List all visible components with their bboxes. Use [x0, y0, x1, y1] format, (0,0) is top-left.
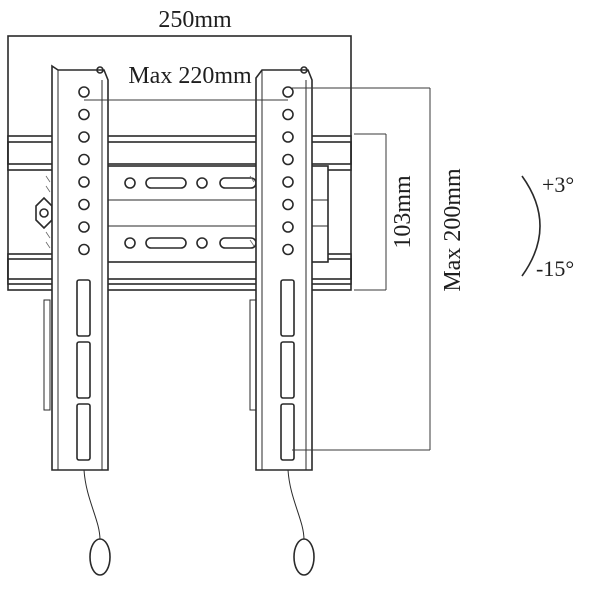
mounting-hole — [78, 243, 90, 256]
mounting-hole — [78, 108, 90, 121]
width-max-label: Max 220mm — [128, 63, 252, 89]
mounting-hole — [282, 108, 294, 121]
mounting-hole — [78, 198, 90, 211]
mounting-hole — [78, 153, 90, 166]
height-rail-label: 103mm — [390, 175, 416, 249]
pull-cords — [83, 469, 315, 576]
dimension-lines — [84, 87, 431, 451]
mounting-hole — [282, 131, 294, 143]
mounting-hole — [282, 243, 294, 256]
mounting-hole — [282, 176, 294, 188]
tilt-arc — [521, 175, 541, 277]
mounting-hole — [282, 198, 294, 211]
height-max-label: Max 200mm — [440, 168, 466, 292]
mounting-hole — [282, 153, 294, 166]
width-outer-label: 250mm — [158, 7, 232, 33]
mounting-hole — [78, 131, 90, 143]
tilt-up-label: +3° — [542, 172, 574, 197]
left-arm — [43, 64, 109, 471]
mounting-hole — [78, 221, 90, 233]
mounting-hole — [78, 86, 90, 98]
tilt-down-label: -15° — [536, 256, 574, 281]
mounting-hole — [78, 176, 90, 188]
mounting-hole — [282, 221, 294, 233]
mounting-hole — [282, 86, 294, 98]
right-arm — [249, 66, 313, 471]
